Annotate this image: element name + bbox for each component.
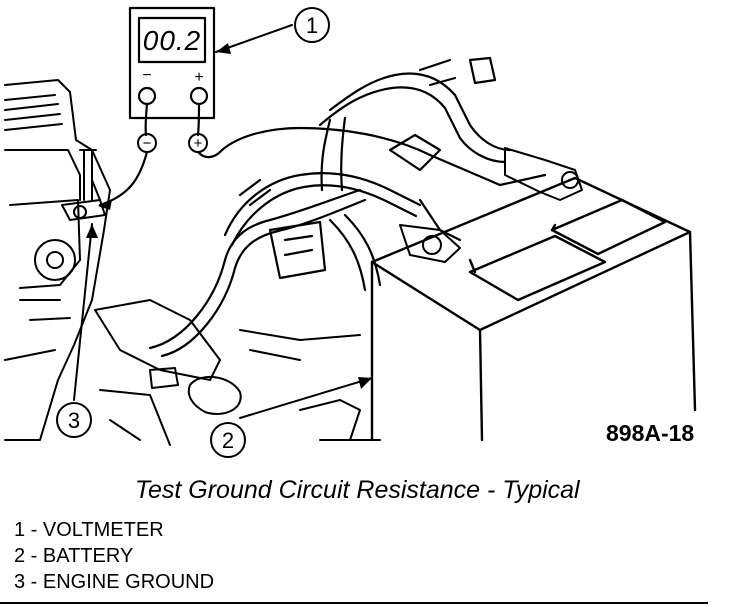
voltmeter [128,6,216,137]
figure-caption: Test Ground Circuit Resistance - Typical [135,476,580,504]
engine-ground-point [61,179,106,221]
bottom-rule [0,602,708,604]
probe-neg-symbol: − [143,135,152,152]
callout-number-3: 3 [68,408,80,433]
callout-circle-3 [56,402,92,438]
callout-circle-2 [210,422,246,458]
leader-arrowheads [86,43,372,389]
legend-list: 1 - VOLTMETER 2 - BATTERY 3 - ENGINE GRO… [14,517,214,595]
engine-block [4,79,111,441]
voltmeter-neg-symbol: − [142,67,151,84]
battery-terminals [399,147,583,263]
ground-test-illustration: 00.2 − + − + 1 2 3 [4,6,697,458]
wiring-harness [148,56,512,358]
voltmeter-display: 00.2 [143,25,202,56]
voltmeter-pos-symbol: + [194,69,203,86]
battery [370,176,697,442]
callout-number-1: 1 [306,13,318,38]
callout-number-2: 2 [222,428,234,453]
probe-pos-symbol: + [194,135,203,152]
legend-item-battery: 2 - BATTERY [14,545,134,567]
figure-code: 898A-18 [606,420,695,446]
leader-lines [73,24,373,419]
callout-circle-1 [294,7,330,43]
legend-item-voltmeter: 1 - VOLTMETER [14,519,164,541]
chassis-parts [94,299,381,446]
legend-item-engine-ground: 3 - ENGINE GROUND [14,571,215,593]
